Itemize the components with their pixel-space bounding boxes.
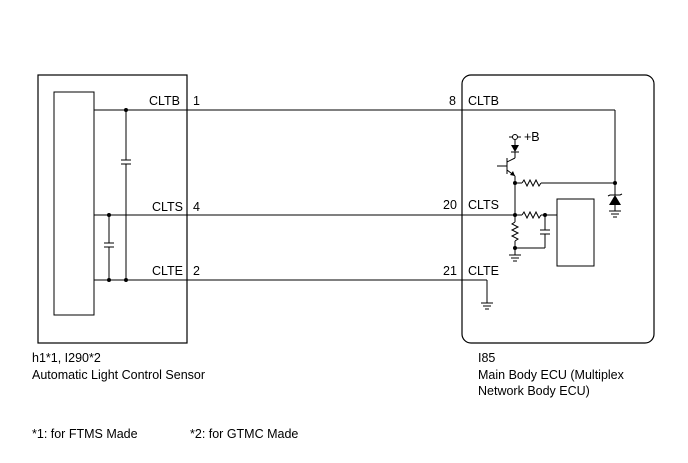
left-label-clts: CLTS — [152, 200, 183, 214]
right-label-cltb: CLTB — [468, 94, 499, 108]
resistor-icon — [521, 178, 542, 188]
resistor-icon — [521, 210, 542, 220]
junction-dot — [513, 246, 517, 250]
junction-dot — [124, 278, 128, 282]
ground-icon — [609, 210, 621, 218]
ecu-outline — [461, 74, 655, 344]
right-component: CLTB CLTS CLTE +B — [461, 74, 655, 344]
right-component-code: I85 — [478, 351, 495, 365]
footnote-1: *1: for FTMS Made — [32, 427, 138, 441]
left-component-name: Automatic Light Control Sensor — [32, 368, 205, 382]
ground-icon — [481, 302, 493, 310]
right-label-clts: CLTS — [468, 198, 499, 212]
right-pin-20: 20 — [443, 198, 457, 212]
sensor-element — [53, 91, 95, 316]
junction-dot — [107, 213, 111, 217]
transistor-icon — [497, 157, 516, 183]
left-pin-2: 2 — [193, 264, 200, 278]
junction-dot — [124, 108, 128, 112]
supply-terminal-icon — [509, 134, 521, 158]
left-pin-4: 4 — [193, 200, 200, 214]
zener-diode-icon — [607, 193, 623, 211]
right-component-name-line1: Main Body ECU (Multiplex — [478, 368, 625, 382]
right-pin-8: 8 — [449, 94, 456, 108]
right-pin-21: 21 — [443, 264, 457, 278]
junction-dot — [107, 278, 111, 282]
junction-dot — [513, 181, 517, 185]
left-label-clte: CLTE — [152, 264, 183, 278]
resistor-icon — [510, 221, 520, 242]
left-label-cltb: CLTB — [149, 94, 180, 108]
left-pin-1: 1 — [193, 94, 200, 108]
footnote-2: *2: for GTMC Made — [190, 427, 298, 441]
right-label-clte: CLTE — [468, 264, 499, 278]
supply-label: +B — [524, 130, 540, 144]
ecu-ic-block — [556, 198, 595, 267]
ground-icon — [509, 254, 521, 262]
junction-dot — [613, 181, 617, 185]
right-component-name-line2: Network Body ECU) — [478, 384, 590, 398]
left-component-codes: h1*1, I290*2 — [32, 351, 101, 365]
sensor-outline — [37, 74, 188, 344]
left-component: CLTB CLTS CLTE — [37, 74, 188, 344]
